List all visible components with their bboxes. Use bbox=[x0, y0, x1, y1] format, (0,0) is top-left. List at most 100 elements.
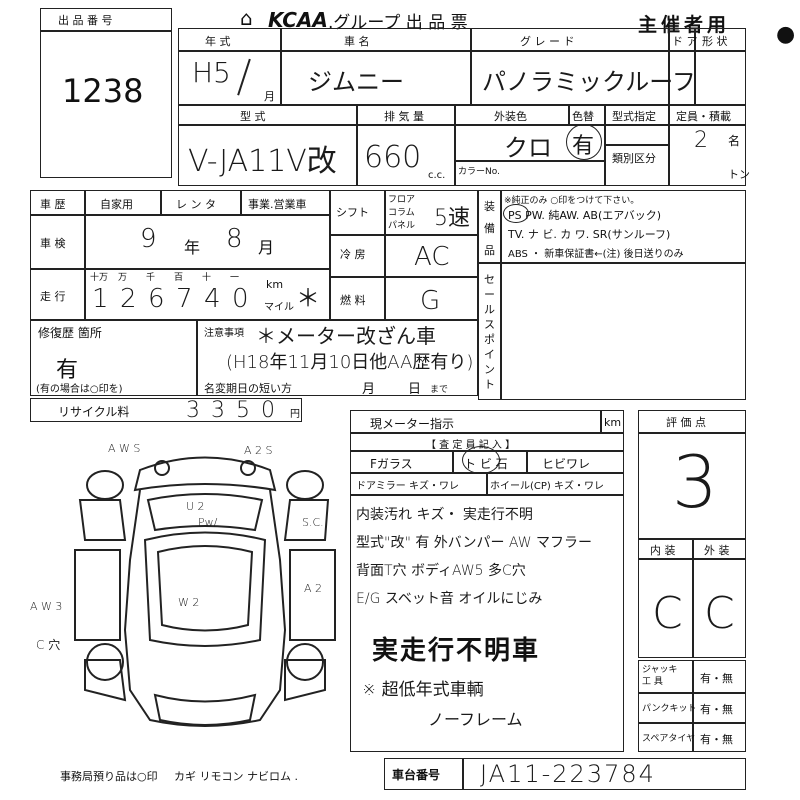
chassis-value: JA11-223784 bbox=[480, 760, 656, 788]
ac-value: AC bbox=[414, 242, 450, 272]
grade-label: グ レ ー ド bbox=[520, 35, 575, 48]
repair-label: 修復歴 箇所 bbox=[38, 326, 102, 340]
exterior-value: クロ bbox=[504, 134, 552, 162]
shift-value: 5速 bbox=[434, 206, 470, 231]
history-business: 事業.営業車 bbox=[248, 198, 307, 211]
wheel-label: ホイール(CP) キズ・ワレ bbox=[490, 481, 604, 492]
color-no-label: カラーNo. bbox=[458, 167, 500, 177]
meter-km-unit: km bbox=[604, 416, 622, 429]
mileage-label: 走 行 bbox=[40, 290, 66, 303]
equipment-box bbox=[478, 190, 746, 400]
color-change-label: 色替 bbox=[572, 110, 594, 123]
lot-number: 1238 bbox=[62, 72, 144, 110]
diagram-mark-chole: C 穴 bbox=[36, 638, 61, 652]
recycle-digit: 5 bbox=[236, 398, 250, 423]
caution-label: 注意事項 bbox=[204, 328, 244, 339]
mileage-digit: 4 bbox=[204, 284, 221, 314]
organizer-label: 主催者用 bbox=[638, 14, 731, 36]
mileage-digit-label: 百 bbox=[174, 273, 184, 283]
capacity-label: 定員・積載 bbox=[676, 110, 731, 123]
chassis-box bbox=[384, 758, 746, 790]
interior-label: 内 装 bbox=[650, 544, 676, 557]
inspection-month: 8 bbox=[226, 224, 243, 254]
history-rental: レ ン タ bbox=[176, 198, 216, 211]
ps-circle bbox=[503, 204, 529, 223]
inspection-label: 車 検 bbox=[40, 237, 66, 250]
history-box bbox=[30, 190, 330, 320]
name-label: 車 名 bbox=[344, 35, 370, 48]
diagram-mark-pw: Pw/ bbox=[198, 516, 218, 529]
model-value: V-JA11V改 bbox=[188, 144, 337, 179]
car-damage-diagram bbox=[74, 456, 336, 727]
fuel-value: G bbox=[420, 286, 441, 316]
year-unit: 年 bbox=[184, 238, 201, 257]
month-unit: 月 bbox=[264, 90, 275, 103]
displacement-value: 660 bbox=[364, 140, 422, 175]
recycle-digit: 0 bbox=[261, 398, 275, 423]
transfer-day: 日 bbox=[408, 382, 422, 397]
exterior-score-label: 外 装 bbox=[704, 544, 730, 557]
inspection-month-unit: 月 bbox=[258, 238, 275, 257]
mileage-digit-label: 十万 bbox=[90, 273, 109, 283]
corner-mark: ● bbox=[776, 22, 796, 47]
door-label: ド ア bbox=[672, 35, 698, 48]
color-change-value: 有 bbox=[572, 134, 595, 159]
jack-label: ジャッキ 工 具 bbox=[642, 665, 678, 687]
model-designation-label: 型式指定 bbox=[612, 110, 656, 123]
inspector-note-line: 型式"改" 有 外バンパー AW マフラー bbox=[356, 535, 593, 551]
mileage-digit-label: 万 bbox=[118, 273, 128, 283]
cc-unit: c.c. bbox=[428, 170, 446, 181]
lot-label: 出 品 番 号 bbox=[58, 14, 113, 27]
recycle-unit: 円 bbox=[290, 409, 300, 420]
puncture-value: 有・無 bbox=[700, 703, 733, 716]
transfer-label: 名変期日の短い方 bbox=[204, 382, 292, 395]
recycle-digit: 3 bbox=[211, 398, 225, 423]
color-change-circle bbox=[566, 124, 602, 160]
repair-box bbox=[30, 320, 478, 396]
diagram-mark-sc: S.C. bbox=[302, 516, 324, 529]
transfer-month: 月 bbox=[362, 382, 376, 397]
spare-value: 有・無 bbox=[700, 733, 733, 746]
capacity-unit: 名 bbox=[728, 134, 741, 148]
capacity-value: 2 bbox=[694, 128, 708, 153]
model-label: 型 式 bbox=[240, 110, 266, 123]
caution-line1: ＊メーター改ざん車 bbox=[256, 324, 436, 348]
meter-label: 現メーター指示 bbox=[370, 417, 455, 431]
exterior-label: 外装色 bbox=[494, 110, 527, 123]
crack-label: ヒビワレ bbox=[542, 457, 591, 471]
vehicle-box bbox=[178, 28, 746, 186]
mileage-mark: ＊ bbox=[296, 284, 320, 312]
items-list: カギ リモコン ナビロム . bbox=[174, 770, 298, 783]
inspector-title: 【 査 定 員 記 入 】 bbox=[426, 440, 516, 451]
inspector-note-line: 内装汚れ キズ・ 実走行不明 bbox=[356, 507, 533, 523]
exterior-value-score: C bbox=[704, 588, 735, 639]
fuel-label: 燃 料 bbox=[340, 294, 366, 307]
chip-circle bbox=[462, 446, 500, 474]
diagram-mark-u2: U 2 bbox=[186, 500, 205, 513]
category-label: 類別区分 bbox=[612, 152, 656, 165]
shift-options: フロア コラム パネル bbox=[388, 195, 416, 231]
recycle-digit: 3 bbox=[186, 398, 200, 423]
score-value: 3 bbox=[672, 440, 718, 524]
year-value: H5 bbox=[192, 56, 231, 89]
equipment-line3: ABS ・ 新車保証書←(注) 後日送りのみ bbox=[508, 249, 684, 260]
mile-label: マイル bbox=[264, 302, 294, 313]
caution-line2: (H18年11月10日他AA歴有り) bbox=[226, 352, 474, 373]
mileage-digit: 7 bbox=[176, 284, 193, 314]
year-label: 年 式 bbox=[205, 35, 231, 48]
inspection-year: 9 bbox=[140, 224, 157, 254]
sales-point-label: セールスポイント bbox=[484, 273, 495, 391]
name-value: ジムニー bbox=[308, 68, 404, 96]
mileage-digit-label: 十 bbox=[202, 273, 212, 283]
inspector-note-line: E/G スベット音 オイルにじみ bbox=[356, 591, 543, 607]
specs-box bbox=[330, 190, 478, 320]
spare-label: スペアタイヤ bbox=[642, 734, 696, 744]
inspector-note-line: 背面T穴 ボディAW5 多C穴 bbox=[356, 563, 526, 579]
recycle-box bbox=[30, 398, 302, 422]
diagram-mark-a2-right: A 2 bbox=[304, 582, 323, 595]
recycle-label: リサイクル料 bbox=[58, 405, 130, 419]
shift-label: シフト bbox=[336, 206, 369, 219]
equipment-note: ※純正のみ ○印をつけて下さい。 bbox=[504, 196, 640, 206]
lot-box bbox=[40, 8, 172, 178]
diagram-mark-aw3: A W 3 bbox=[30, 600, 63, 613]
